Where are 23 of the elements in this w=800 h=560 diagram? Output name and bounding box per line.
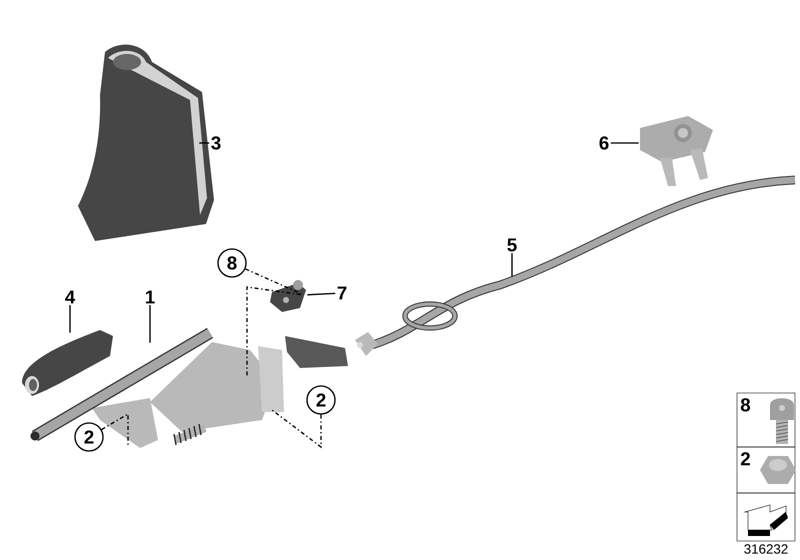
handbrake-lever-drawing: [30, 328, 348, 448]
handle-grip-drawing: [22, 330, 113, 396]
leader-line: [101, 412, 129, 446]
leader-line: [149, 305, 151, 343]
leader-line: [245, 268, 302, 294]
cable-drawing: [355, 176, 796, 356]
callout-number: 7: [338, 286, 346, 300]
callout-number: 6: [600, 136, 609, 150]
clip-drawing: [640, 116, 713, 186]
leader-line: [610, 142, 639, 144]
bracket-drawing: [270, 280, 306, 312]
leader-line: [69, 305, 71, 333]
arrow-cell: [736, 492, 796, 542]
callout-number: 1: [146, 290, 155, 304]
table-cell: 2: [736, 446, 796, 494]
leader-line: [246, 286, 301, 378]
leader-line: [199, 142, 210, 144]
callout-number: 3: [211, 136, 221, 150]
callout-number: 4: [65, 290, 76, 304]
table-cell: 8: [736, 392, 796, 448]
leader-line: [272, 409, 322, 448]
leader-line: [307, 292, 336, 296]
leader-line: [511, 253, 513, 277]
